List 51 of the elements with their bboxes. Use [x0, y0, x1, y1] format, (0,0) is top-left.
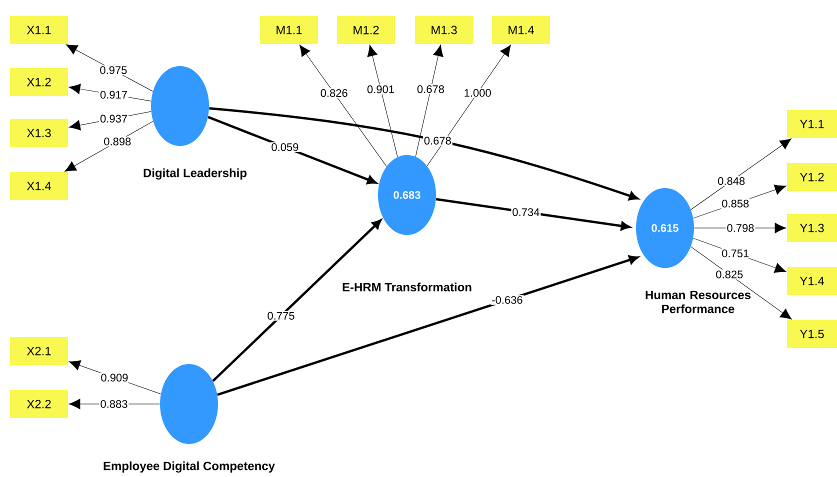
indicator-box: X1.4	[10, 172, 68, 200]
edge-label: 0.059	[270, 142, 300, 152]
arrow	[217, 255, 638, 396]
edge-label: 0.883	[99, 399, 129, 409]
edge-label: 0.775	[266, 310, 296, 321]
edge-label: 0.678	[416, 84, 446, 94]
indicator-box: Y1.4	[787, 267, 837, 295]
arrow	[426, 44, 511, 166]
edge-label: 0.751	[720, 248, 750, 258]
indicator-box: X2.2	[10, 390, 68, 418]
arrow	[367, 44, 398, 158]
indicator-box: Y1.2	[787, 163, 837, 191]
edge-label: 0.898	[102, 136, 132, 146]
indicator-box: M1.4	[492, 16, 550, 44]
edge-label: 0.917	[99, 90, 129, 100]
edge-label: 1.000	[462, 88, 492, 98]
edge-label: 0.825	[714, 270, 744, 280]
indicator-box: X1.1	[10, 16, 68, 44]
arrow	[690, 138, 792, 210]
indicator-box: Y1.1	[787, 110, 837, 138]
arrow	[208, 116, 376, 184]
edge-label: 0.734	[511, 207, 541, 218]
arrow	[690, 246, 792, 320]
edge-label: -0.636	[490, 295, 524, 305]
edge-label: 0.826	[319, 88, 349, 98]
construct-name: E-HRM Transformation	[342, 282, 472, 292]
edge-label: 0.937	[99, 114, 129, 124]
construct-name: Human Resources Performance	[646, 290, 751, 314]
edge-label: 0.848	[716, 176, 746, 186]
indicator-box: M1.1	[260, 16, 318, 44]
arrow	[212, 220, 382, 382]
edge-label: 0.858	[720, 198, 750, 208]
edge-label: 0.798	[726, 223, 756, 233]
edge-label: 0.678	[422, 136, 452, 146]
indicator-box: X1.2	[10, 68, 68, 96]
indicator-box: M1.2	[337, 16, 395, 44]
arrow	[299, 44, 387, 167]
indicator-box: X2.1	[10, 337, 68, 365]
construct-name: Employee Digital Competency	[104, 461, 275, 473]
indicator-box: Y1.3	[787, 214, 837, 242]
edge-label: 0.901	[366, 84, 396, 94]
indicator-box: Y1.5	[787, 320, 837, 348]
indicator-box: X1.3	[10, 119, 68, 147]
edge-label: 0.975	[98, 65, 128, 76]
arrow	[64, 121, 154, 172]
construct-name: Digital Leadership	[144, 168, 247, 180]
indicator-box: M1.3	[415, 16, 473, 44]
edge-label: 0.909	[100, 372, 130, 383]
arrow	[415, 44, 444, 157]
arrow	[209, 107, 638, 200]
arrow	[66, 44, 154, 92]
